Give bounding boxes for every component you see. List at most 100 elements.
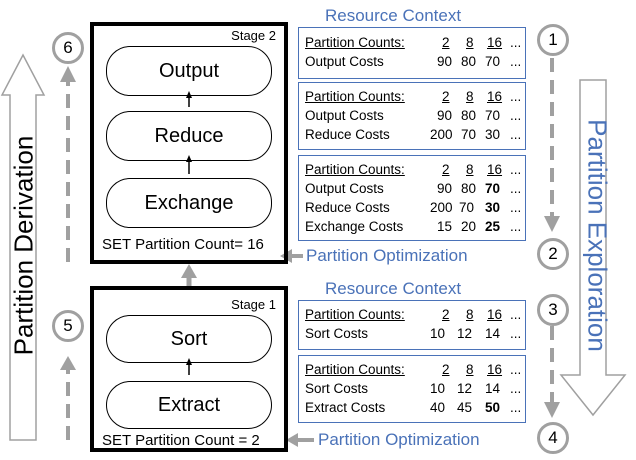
cell: 16 [487,89,503,104]
row-label: Partition Counts: [305,162,405,177]
cell: ... [510,127,522,142]
cell: 16 [487,362,503,377]
cell: ... [510,307,522,322]
cell: 80 [461,181,477,196]
cell: 15 [437,219,453,234]
output-operator: Output [106,46,272,96]
stage-2-title: Stage 2 [231,28,276,43]
step-3-circle: 3 [537,294,569,326]
cost-table-2: Partition Counts: 2 8 16 ... Output Cost… [298,82,526,150]
step-2-circle: 2 [537,238,569,270]
step-4-circle: 4 [537,422,569,454]
cell: 40 [430,400,446,415]
exploration-arrow [559,79,627,417]
cell: 16 [487,35,503,50]
cell: 8 [466,35,474,50]
row-label: Reduce Costs [305,200,390,215]
partition-derivation-label: Partition Derivation [8,135,39,356]
cell: 8 [466,162,474,177]
row-label: Sort Costs [305,381,369,396]
cell: 70 [485,54,501,69]
cell: ... [510,35,522,50]
partition-exploration-label: Partition Exploration [582,119,613,352]
cell: 2 [442,307,450,322]
stage-link-head [181,264,197,278]
stage-1-set-count: SET Partition Count = 2 [102,432,260,449]
cell: ... [510,362,522,377]
op-arrowhead-extract-sort [186,358,192,365]
cost-table-1: Partition Counts: 2 8 16 ... Output Cost… [298,27,526,79]
cell: 2 [442,362,450,377]
cell-selected: 25 [485,219,501,234]
cell: ... [510,108,522,123]
cell: ... [510,181,522,196]
dashed-arrowhead-left-lower [60,356,76,370]
cell: 10 [430,326,446,341]
cell: 8 [466,307,474,322]
cell: 70 [459,200,475,215]
cell: 16 [487,162,503,177]
resource-context-mid: Resource Context [325,279,462,298]
cell: 16 [487,307,503,322]
sort-operator: Sort [106,315,272,363]
cell: ... [510,200,522,215]
cell: ... [510,400,522,415]
exchange-operator: Exchange [106,178,272,228]
cell: ... [510,54,522,69]
derivation-arrow [0,53,46,441]
extract-operator: Extract [106,381,272,429]
cell: 90 [437,54,453,69]
partition-optimization-bottom: Partition Optimization [318,430,480,449]
cell: ... [510,219,522,234]
row-label: Partition Counts: [305,89,405,104]
cell: 200 [430,127,453,142]
cell: 70 [485,108,501,123]
step-6-circle: 6 [52,32,84,64]
cell: ... [510,162,522,177]
cell: 2 [442,89,450,104]
cell: 30 [485,127,501,142]
dashed-arrowhead-left-upper [60,66,76,82]
cell: 10 [430,381,446,396]
resource-context-top: Resource Context [325,6,462,25]
cost-table-3: Partition Counts: 2 8 16 ... Output Cost… [298,155,526,241]
cell-selected: 30 [485,200,501,215]
opt-arrow-bottom-head [286,433,298,447]
row-label: Extract Costs [305,400,386,415]
cell: 14 [485,326,501,341]
row-label: Partition Counts: [305,307,405,322]
row-label: Output Costs [305,54,384,69]
dashed-arrowhead-right-lower [544,402,560,418]
cell: 2 [442,35,450,50]
stage-2-set-count: SET Partition Count= 16 [102,236,264,253]
step-1-circle: 1 [537,24,569,56]
cell: 70 [461,127,477,142]
stage-1-box: Stage 1 Sort Extract SET Partition Count… [90,286,288,452]
reduce-operator: Reduce [106,111,272,161]
row-label: Sort Costs [305,326,369,341]
cell: 2 [442,162,450,177]
cell: 8 [466,89,474,104]
cell: 90 [437,108,453,123]
cost-table-5: Partition Counts: 2 8 16 ... Sort Costs … [298,355,526,423]
cell: 80 [461,54,477,69]
cell: 12 [457,381,473,396]
cell-selected: 50 [485,400,501,415]
row-label: Exchange Costs [305,219,404,234]
step-5-circle: 5 [52,310,84,342]
row-label: Output Costs [305,181,384,196]
partition-optimization-top: Partition Optimization [306,246,468,265]
row-label: Partition Counts: [305,35,405,50]
cell: ... [510,326,522,341]
cell: 80 [461,108,477,123]
row-label: Partition Counts: [305,362,405,377]
dashed-arrowhead-right-upper [544,216,560,232]
cell-selected: 70 [485,181,501,196]
cell: 14 [485,381,501,396]
cell: 20 [461,219,477,234]
cost-table-4: Partition Counts: 2 8 16 ... Sort Costs … [298,300,526,350]
cell: 12 [457,326,473,341]
cell: ... [510,381,522,396]
op-arrowhead-reduce-output [186,91,192,98]
